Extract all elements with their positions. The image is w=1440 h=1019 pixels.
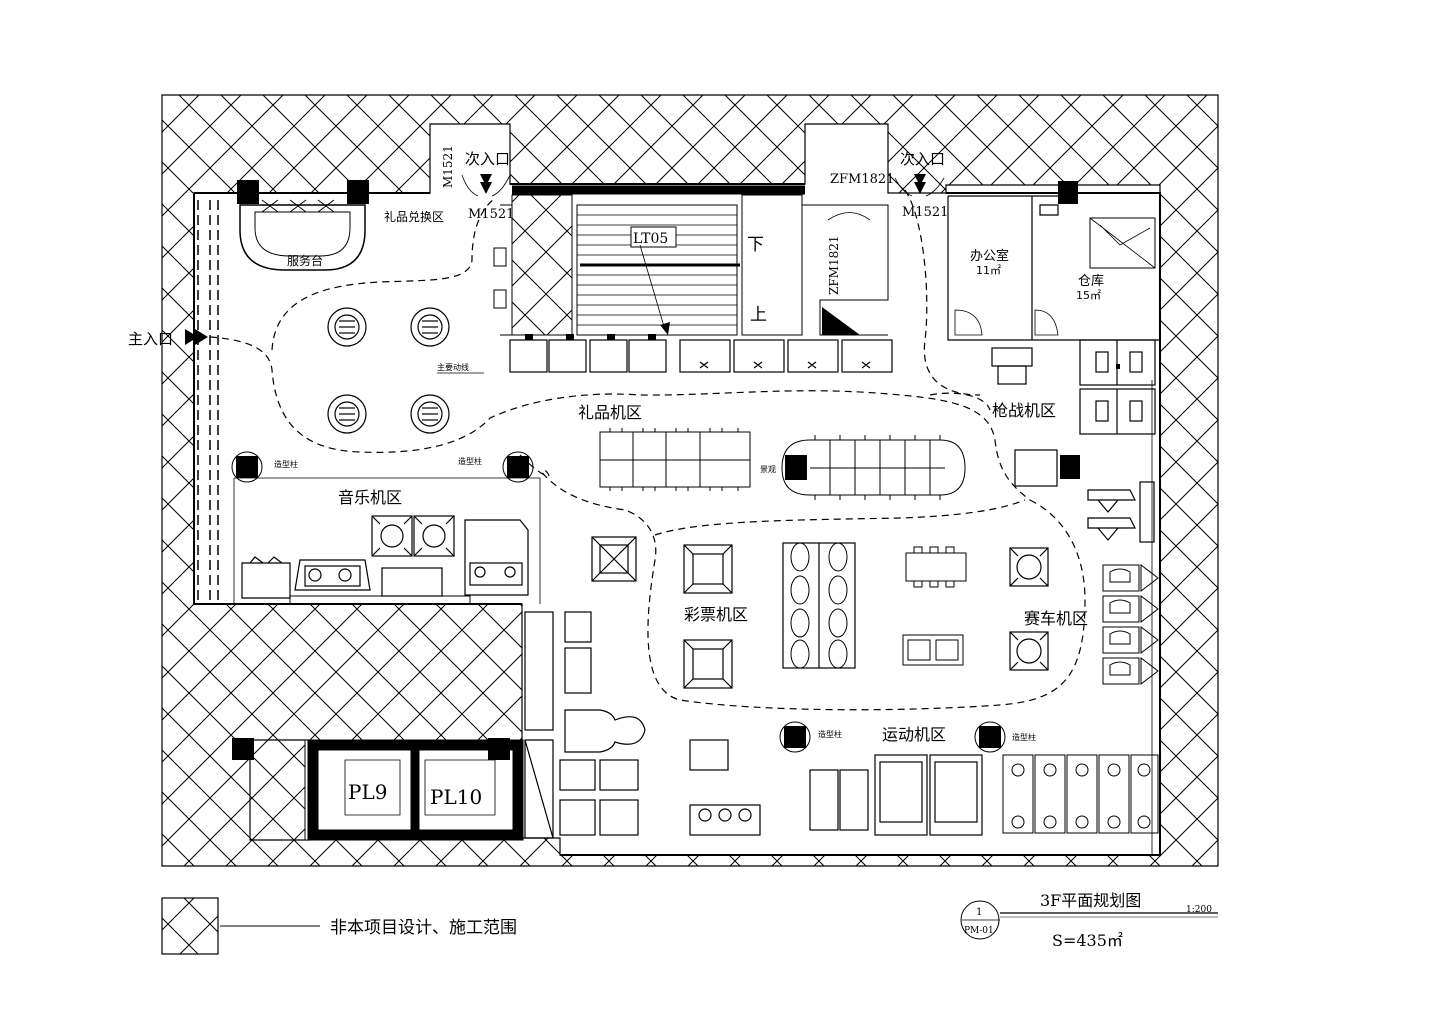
- entrance-rail: [197, 200, 219, 600]
- storage-area: 15㎡: [1076, 289, 1101, 302]
- lower-left-machines: [524, 611, 646, 839]
- feature-column-label-center: 造型柱: [458, 456, 482, 466]
- main-route-label: 主要动线: [437, 362, 469, 372]
- door-swing-left: [461, 174, 511, 197]
- main-entrance-arrow: [185, 329, 208, 345]
- main-wall: [193, 183, 1161, 856]
- title-block-sheet: PM-01: [964, 926, 994, 936]
- feature-column-label-left: 造型柱: [274, 459, 298, 469]
- lottery-machine-zone-label: 彩票机区: [684, 605, 748, 624]
- stair-lt05: [493, 194, 803, 336]
- office-area: 11㎡: [976, 264, 1001, 277]
- gun-machine-zone-label: 枪战机区: [992, 401, 1056, 420]
- lottery-machines: [591, 536, 856, 689]
- secondary-entrance-left-label: 次入口: [465, 150, 510, 168]
- lottery-table-group: [902, 546, 967, 666]
- gift-machine-oval-group: [781, 435, 966, 500]
- door-zfm-vertical: ZFM1821: [827, 236, 841, 296]
- lottery-oval-seats: [790, 542, 848, 669]
- feature-column-left: [231, 451, 263, 483]
- door-zfm-horizontal: ZFM1821: [830, 172, 894, 187]
- legend-hatch-sample: [161, 897, 219, 955]
- music-zone-boundary: [233, 477, 541, 604]
- basketball-machines: [1002, 754, 1159, 834]
- view-label: 景观: [760, 465, 776, 474]
- stair-down-label: 下: [747, 235, 764, 255]
- stair-code: LT05: [633, 231, 668, 247]
- title-block-scale: 1:200: [1186, 905, 1212, 915]
- music-machines: [241, 515, 529, 599]
- door-m1521-vertical: M1521: [441, 145, 455, 188]
- feature-column-label-sports-b: 造型柱: [1012, 732, 1036, 742]
- racing-seats-right: [1102, 563, 1159, 686]
- gun-machines: [991, 339, 1156, 543]
- storage-label: 仓库: [1078, 273, 1104, 289]
- door-m1521-right: M1521: [902, 205, 948, 220]
- title-block-title: 3F平面规划图: [1040, 891, 1141, 910]
- gun-zone-marker: [1116, 364, 1120, 369]
- music-machine-zone-label: 音乐机区: [338, 488, 402, 507]
- title-block-area: S=435㎡: [1052, 931, 1123, 950]
- door-m1521-left: M1521: [468, 207, 514, 222]
- legend-text: 非本项目设计、施工范围: [330, 918, 517, 938]
- round-table-group: [327, 307, 450, 434]
- door-swing-right: [894, 177, 945, 197]
- elevator-pl9: PL9: [348, 780, 387, 804]
- gift-exchange-counter: [237, 180, 369, 271]
- secondary-entrance-right-arrow: [914, 174, 926, 194]
- office-storage-block: [947, 181, 1160, 341]
- gift-machine-row: [509, 339, 893, 373]
- gift-exchange-label: 礼品兑换区: [384, 209, 444, 224]
- sports-machine-zone-label: 运动机区: [882, 725, 946, 744]
- feature-column-label-sports-a: 造型柱: [818, 729, 842, 739]
- elevator-pl10: PL10: [430, 785, 482, 809]
- sports-machines: [689, 739, 983, 836]
- gun-zone-column: [1060, 455, 1080, 479]
- secondary-entrance-right-label: 次入口: [900, 150, 945, 168]
- main-route-lines: [209, 189, 1086, 711]
- music-stage-edge: [289, 595, 471, 604]
- feature-column-center: [502, 451, 534, 483]
- stair-up-label: 上: [750, 305, 767, 325]
- gift-machine-zone-label: 礼品机区: [578, 403, 642, 422]
- title-block: [960, 900, 1218, 940]
- title-block-number: 1: [976, 907, 982, 918]
- feature-column-sports-a: [779, 721, 811, 753]
- main-entrance-label: 主入口: [128, 330, 173, 348]
- office-label: 办公室: [970, 248, 1009, 264]
- racing-machine-zone-label: 赛车机区: [1024, 609, 1088, 628]
- elevator-shafts: [232, 738, 524, 841]
- view-column: [785, 455, 807, 480]
- feature-column-sports-b: [974, 721, 1006, 753]
- fire-door-room: [802, 204, 889, 336]
- secondary-entrance-left-arrow: [480, 174, 492, 194]
- racing-machines: [1009, 547, 1049, 671]
- service-desk-label: 服务台: [287, 253, 323, 268]
- gift-machine-cluster-left: [599, 428, 751, 491]
- gift-machine-markers: [525, 334, 656, 340]
